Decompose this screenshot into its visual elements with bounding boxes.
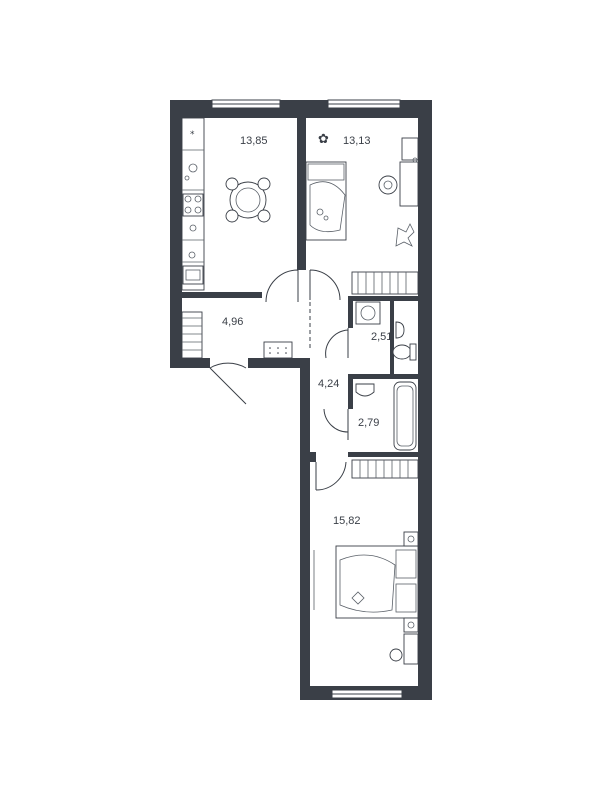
area-labels: 13,85 13,13 4,96 2,51 4,24 2,79 15,82 <box>222 135 392 527</box>
wall-right <box>418 100 432 700</box>
bedroom-1-fixtures: ✿ <box>305 132 419 295</box>
windows <box>211 99 403 699</box>
wall-wc-bath <box>348 374 418 379</box>
wall-lower-left <box>300 358 310 700</box>
bathtub <box>393 381 417 451</box>
dresser <box>403 633 419 665</box>
wc-door <box>325 328 349 359</box>
desk <box>399 161 419 207</box>
wardrobe <box>351 271 419 295</box>
wall-bath-left <box>348 379 353 409</box>
nightstand <box>403 531 419 547</box>
double-bed <box>335 545 419 619</box>
wc-fixtures <box>355 301 417 361</box>
snowflake-icon: * <box>190 130 195 140</box>
kitchen-fixtures: * <box>181 117 271 291</box>
kitchen-door <box>265 269 299 303</box>
wall-bath-bottom <box>348 452 418 457</box>
washing-machine <box>355 301 381 325</box>
entrance-door <box>209 362 247 405</box>
wc-sink <box>395 321 405 339</box>
wall-bottom-left-a <box>170 358 210 368</box>
area-label-bedroom-1: 13,13 <box>343 135 371 147</box>
bath-sink <box>355 383 375 397</box>
area-label-wc: 2,51 <box>371 331 392 343</box>
flower-icon: ✿ <box>318 132 329 147</box>
wall-kitchen-hall <box>182 292 262 298</box>
bedroom-1-door <box>309 269 341 301</box>
chair <box>225 177 239 191</box>
kitchen-sink <box>182 265 204 285</box>
hall-fixtures <box>181 311 293 359</box>
walls <box>170 100 432 700</box>
bathroom-fixtures <box>355 381 417 451</box>
wall-bottom-left-b <box>248 358 308 368</box>
bedroom-2-door <box>315 461 347 491</box>
desk-chair <box>378 175 398 195</box>
wall-wc-inner <box>390 301 394 374</box>
wall-wc-left <box>348 296 353 328</box>
chair <box>257 177 271 191</box>
toilet <box>392 344 412 360</box>
dining-table <box>229 181 267 219</box>
wall-corridor-stub <box>310 452 316 462</box>
shoe-rack <box>263 341 293 359</box>
stove <box>182 193 204 217</box>
wardrobe-2 <box>351 459 419 479</box>
bath-door <box>323 408 349 440</box>
shelf <box>401 137 419 161</box>
wall-bedroom-bottom <box>348 296 418 301</box>
chair <box>257 209 271 223</box>
nightstand <box>403 617 419 633</box>
area-label-hall: 4,96 <box>222 316 243 328</box>
area-label-kitchen: 13,85 <box>240 135 268 147</box>
toy <box>395 223 415 247</box>
area-label-bathroom: 2,79 <box>358 417 379 429</box>
area-label-bedroom-2: 15,82 <box>333 515 361 527</box>
chair <box>225 209 239 223</box>
bedroom-2-fixtures <box>313 459 419 665</box>
wall-partition-kitchen-bedroom <box>297 100 306 270</box>
doors <box>209 269 349 491</box>
wall-left <box>170 100 182 368</box>
stool <box>389 648 403 662</box>
area-label-corridor: 4,24 <box>318 378 339 390</box>
hall-wardrobe <box>181 311 203 359</box>
